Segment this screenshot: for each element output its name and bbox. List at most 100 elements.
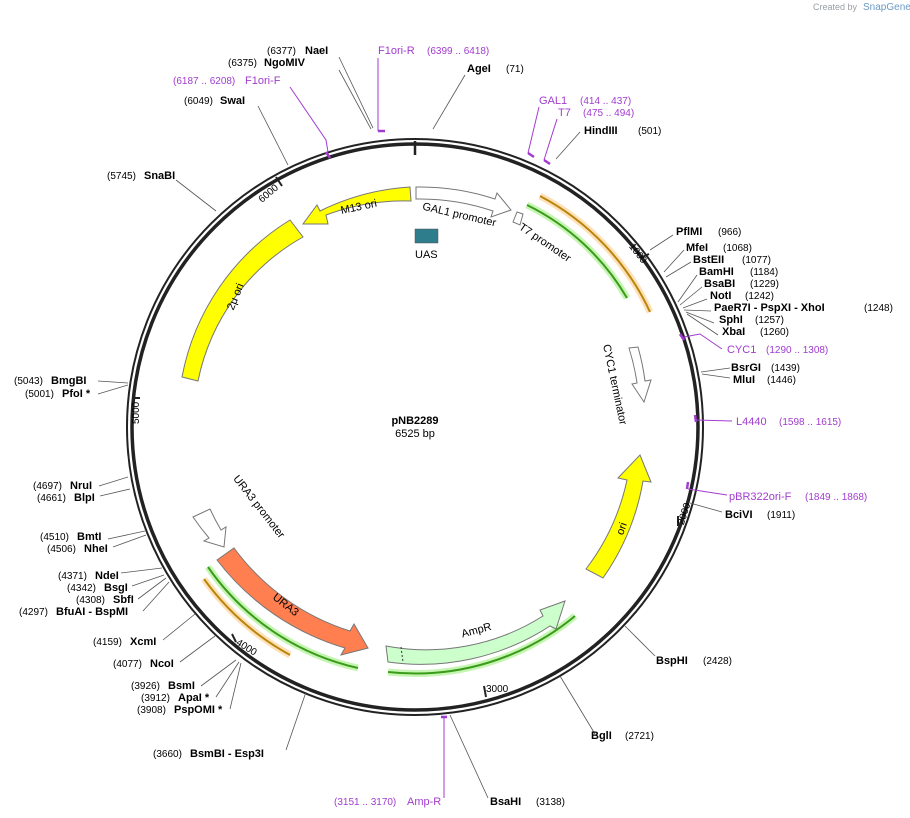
site-name[interactable]: BsaHI (490, 796, 521, 808)
site-pos: (3138) (536, 797, 565, 808)
site-pos: (6049) (184, 96, 213, 107)
ura3-promoter-label: URA3 promoter (230, 473, 287, 541)
site-name[interactable]: PspOMI * (174, 704, 223, 716)
site-name[interactable]: HindIII (584, 125, 618, 137)
site-pos: (1248) (864, 303, 893, 314)
backbone (126, 138, 704, 716)
site-pos: (4510) (40, 532, 69, 543)
site-name[interactable]: BglI (591, 730, 612, 742)
site-pos: (4159) (93, 637, 122, 648)
credit-prefix: Created by (813, 2, 858, 12)
site-pos: (1068) (723, 243, 752, 254)
site-name[interactable]: XcmI (130, 636, 156, 648)
site-name[interactable]: NcoI (150, 658, 174, 670)
site-pos: (1229) (750, 279, 779, 290)
cyc1-terminator-arrow[interactable] (628, 346, 652, 404)
site-name[interactable]: BfuAI - BspMI (56, 606, 128, 618)
site-name[interactable]: BmtI (77, 531, 101, 543)
site-pos: (966) (718, 227, 741, 238)
primer-name[interactable]: pBR322ori-F (729, 491, 792, 503)
ura3-promoter-arrow[interactable] (192, 508, 227, 548)
ura3-arrow[interactable] (216, 547, 369, 656)
tick-3000 (483, 685, 487, 698)
site-name[interactable]: PaeR7I - PspXI - XhoI (714, 302, 825, 314)
uas-label: UAS (415, 249, 438, 261)
site-pos: (1184) (750, 267, 778, 278)
site-name[interactable]: XbaI (722, 326, 745, 338)
two-mu-ori-arrow[interactable] (181, 219, 304, 382)
primer-mark-gal1 (527, 151, 535, 159)
site-name[interactable]: ApaI * (178, 692, 210, 704)
site-name[interactable]: NruI (70, 480, 92, 492)
site-name[interactable]: BsmBI - Esp3I (190, 748, 264, 760)
site-pos: (5745) (107, 171, 136, 182)
primer-name[interactable]: GAL1 (539, 95, 567, 107)
primer-labels: F1ori-R (6399 .. 6418) (6187 .. 6208) F1… (173, 45, 867, 808)
uas-box[interactable] (414, 228, 439, 244)
site-name[interactable]: NheI (84, 543, 108, 555)
site-pos: (1242) (745, 291, 774, 302)
tick-6000 (275, 176, 283, 187)
primer-range: (414 .. 437) (580, 96, 631, 107)
ampr-arrow[interactable] (385, 600, 566, 665)
m13-ori-arrow[interactable] (302, 186, 412, 225)
primer-name[interactable]: L4440 (736, 416, 767, 428)
plasmid-name: pNB2289 (391, 415, 438, 427)
gal1-promoter-arrow[interactable] (415, 186, 512, 218)
orf-arc-cyc-line (526, 204, 628, 299)
site-pos: (1911) (767, 510, 795, 521)
primer-mark-t7 (543, 158, 551, 166)
orf-arcs (201, 192, 654, 678)
site-pos: (3926) (131, 681, 160, 692)
primer-name[interactable]: T7 (558, 107, 571, 119)
primer-range: (1290 .. 1308) (766, 345, 828, 356)
site-name[interactable]: BstEII (693, 254, 724, 266)
site-pos: (1257) (755, 315, 784, 326)
site-name[interactable]: BmgBI (51, 375, 86, 387)
site-name[interactable]: BsgI (104, 582, 128, 594)
site-name[interactable]: AgeI (467, 63, 491, 75)
site-name[interactable]: NaeI (305, 45, 328, 57)
site-name[interactable]: MluI (733, 374, 755, 386)
primer-mark-cyc1 (678, 333, 686, 341)
primer-name[interactable]: F1ori-R (378, 45, 415, 57)
site-name[interactable]: BsaBI (704, 278, 735, 290)
site-name[interactable]: SbfI (113, 594, 134, 606)
site-name[interactable]: NdeI (95, 570, 119, 582)
orf-arc-ura3-line (207, 566, 359, 669)
site-name[interactable]: BsmI (168, 680, 195, 692)
site-name[interactable]: BspHI (656, 655, 688, 667)
orf-arc-gal1-line (539, 195, 651, 313)
site-name[interactable]: SnaBI (144, 170, 175, 182)
site-name[interactable]: SwaI (220, 95, 245, 107)
site-name[interactable]: NotI (710, 290, 731, 302)
site-name[interactable]: BciVI (725, 509, 753, 521)
site-labels: (6377) NaeI (6375) NgoMIV AgeI (71) (604… (14, 45, 893, 808)
site-pos: (71) (506, 64, 524, 75)
site-name[interactable]: NgoMIV (264, 57, 306, 69)
primer-name[interactable]: Amp-R (407, 796, 441, 808)
site-pos: (3660) (153, 749, 182, 760)
site-pos: (5043) (14, 376, 43, 387)
t7-promoter-arrow[interactable] (512, 211, 524, 226)
site-name[interactable]: SphI (719, 314, 743, 326)
ori-arrow[interactable] (585, 454, 652, 579)
site-pos: (4371) (58, 571, 87, 582)
primer-mark-l4440 (693, 414, 698, 423)
site-pos: (2428) (703, 656, 732, 667)
primer-range: (3151 .. 3170) (334, 797, 396, 808)
primer-range: (6399 .. 6418) (427, 46, 489, 57)
site-pos: (4506) (47, 544, 76, 555)
site-name[interactable]: PfoI * (62, 388, 91, 400)
site-name[interactable]: PflMI (676, 226, 702, 238)
site-name[interactable]: BlpI (74, 492, 95, 504)
site-name[interactable]: BsrGI (731, 362, 761, 374)
ampr-label: AmpR (460, 621, 493, 641)
site-name[interactable]: MfeI (686, 242, 708, 254)
primer-name[interactable]: F1ori-F (245, 75, 281, 87)
primer-name[interactable]: CYC1 (727, 344, 756, 356)
site-name[interactable]: BamHI (699, 266, 734, 278)
orf-arc-ampr-line (387, 615, 576, 675)
primer-range: (6187 .. 6208) (173, 76, 235, 87)
